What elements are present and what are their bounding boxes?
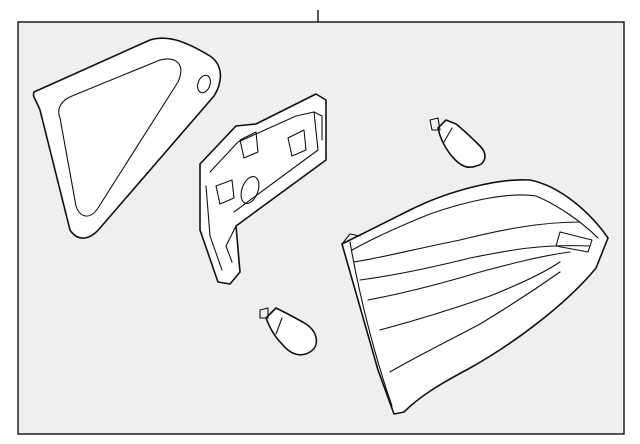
lamp-gasket-icon — [32, 37, 222, 239]
bulb-icon — [259, 307, 318, 356]
bulb-holder-bracket-icon — [199, 93, 327, 285]
bulb-icon — [429, 117, 486, 169]
tail-lamp-lens-icon — [341, 178, 609, 415]
